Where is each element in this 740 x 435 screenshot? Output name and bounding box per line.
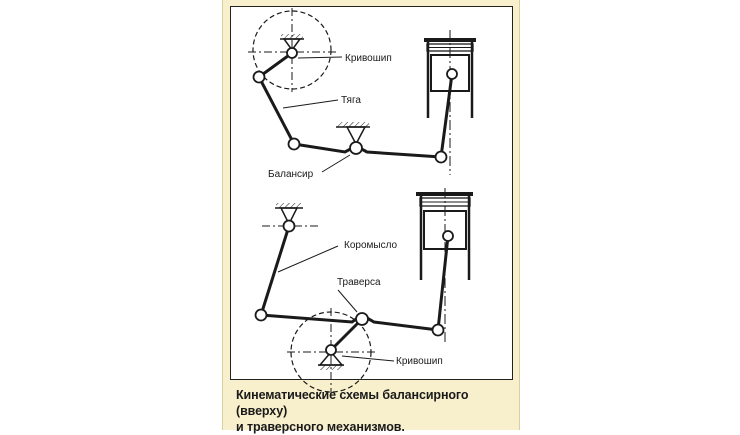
leader-krivoship-bottom bbox=[341, 355, 395, 362]
label-krivoship-bottom: Кривошип bbox=[396, 356, 443, 367]
crank-support-bottom bbox=[318, 350, 344, 370]
balancer-beam bbox=[293, 142, 442, 159]
joint-traverse-crank bbox=[355, 312, 369, 326]
label-balansir: Балансир bbox=[268, 169, 314, 180]
cylinder-bottom bbox=[416, 188, 473, 345]
joint-crank-center-top bbox=[286, 47, 298, 59]
crank-support-top bbox=[280, 34, 304, 52]
leader-traversa bbox=[337, 289, 358, 313]
tie-rod bbox=[257, 76, 296, 145]
panel-edge-right bbox=[519, 0, 520, 430]
leader-krivoship-top bbox=[297, 56, 343, 59]
traverse-mechanism: Коромысло Траверса Кривошип bbox=[254, 188, 473, 396]
leader-koromyslo bbox=[277, 245, 339, 273]
joint-piston-pin-bottom bbox=[442, 230, 454, 242]
balancer-support bbox=[336, 122, 370, 146]
joint-piston-pin-top bbox=[446, 68, 458, 80]
label-tyaga: Тяга bbox=[341, 95, 361, 106]
rocker-arm bbox=[259, 225, 291, 316]
joint-balancer-pivot bbox=[349, 141, 363, 155]
traverse-beam bbox=[260, 313, 439, 332]
figure-caption: Кинематические схемы балансирного (вверх… bbox=[236, 387, 516, 435]
crank-arm-bottom bbox=[329, 317, 364, 352]
piston-rod-top bbox=[439, 73, 454, 158]
joint-crank-center-bottom bbox=[325, 344, 337, 356]
joint-crank-pin-top bbox=[252, 70, 266, 84]
joint-rod-balancer bbox=[287, 137, 301, 151]
leader-balansir bbox=[321, 154, 351, 173]
crank-circle-top bbox=[252, 10, 332, 90]
label-krivoship-top: Кривошип bbox=[345, 53, 392, 64]
panel-edge-left bbox=[222, 0, 223, 430]
leader-tyaga bbox=[282, 99, 339, 109]
joint-traverse-piston bbox=[431, 323, 445, 337]
label-traversa: Траверса bbox=[337, 277, 381, 288]
label-koromyslo: Коромысло bbox=[344, 240, 398, 251]
balancer-mechanism: Кривошип Тяга Балансир bbox=[248, 8, 476, 180]
cylinder-top bbox=[424, 30, 476, 175]
caption-line-1: Кинематические схемы балансирного (вверх… bbox=[236, 388, 469, 418]
joint-rocker-traverse bbox=[254, 308, 268, 322]
piston-rod-bottom bbox=[436, 235, 450, 331]
joint-balancer-piston bbox=[434, 150, 448, 164]
crank-arm-top bbox=[258, 51, 293, 79]
joint-rocker-pivot bbox=[282, 219, 296, 233]
caption-line-2: и траверсного механизмов. bbox=[236, 420, 405, 434]
